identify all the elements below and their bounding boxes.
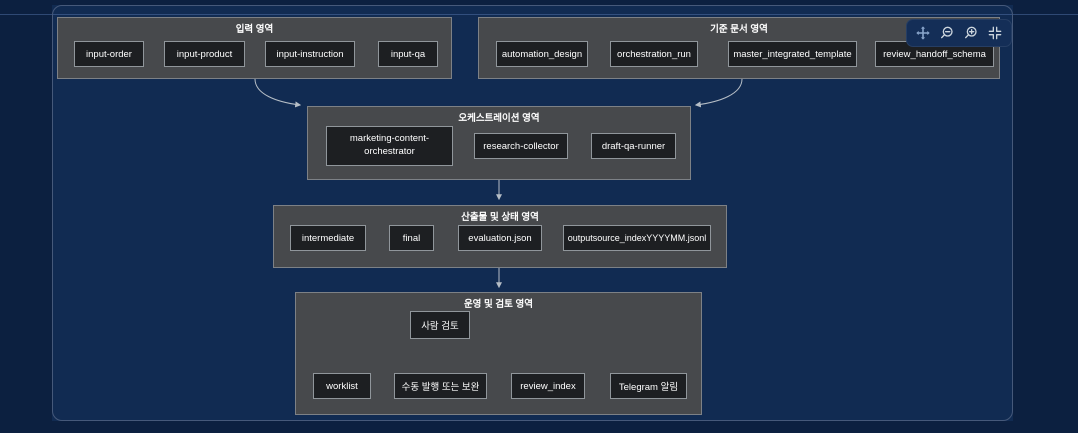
diagram-canvas[interactable] xyxy=(52,5,1013,421)
node-evaluation-json: evaluation.json xyxy=(458,225,542,251)
node-manual-publish-or-fix: 수동 발행 또는 보완 xyxy=(394,373,487,399)
area-title-output-state: 산출물 및 상태 영역 xyxy=(461,212,539,223)
node-outputsource-index-jsonl: outputsource_indexYYYYMM.jsonl xyxy=(563,225,711,251)
zoom-out-button[interactable] xyxy=(938,24,956,42)
node-telegram-alert: Telegram 알림 xyxy=(610,373,687,399)
backdrop-left xyxy=(0,5,52,421)
zoom-in-icon xyxy=(965,26,977,39)
backdrop-right xyxy=(1013,5,1078,421)
node-research-collector: research-collector xyxy=(474,133,568,159)
node-human-review: 사람 검토 xyxy=(410,311,470,339)
node-input-instruction: input-instruction xyxy=(265,41,355,67)
node-final: final xyxy=(389,225,434,251)
area-reference-docs: 기준 문서 영역 automation_design orchestration… xyxy=(478,17,1000,79)
area-input: 입력 영역 input-order input-product input-in… xyxy=(57,17,452,79)
node-master-integrated-template: master_integrated_template xyxy=(728,41,857,67)
node-review-index: review_index xyxy=(511,373,585,399)
area-title-input: 입력 영역 xyxy=(235,24,274,35)
node-automation-design: automation_design xyxy=(496,41,588,67)
node-input-product: input-product xyxy=(164,41,245,67)
node-orchestration-run: orchestration_run xyxy=(610,41,698,67)
area-title-orchestration: 오케스트레이션 영역 xyxy=(458,113,540,124)
area-operation-review: 운영 및 검토 영역 사람 검토 worklist 수동 발행 또는 보완 re… xyxy=(295,292,702,415)
zoom-in-button[interactable] xyxy=(962,24,980,42)
node-marketing-content-orchestrator: marketing-content-orchestrator xyxy=(326,126,453,166)
node-worklist: worklist xyxy=(313,373,371,399)
backdrop-top xyxy=(0,0,1078,5)
pan-button[interactable] xyxy=(914,24,932,42)
node-intermediate: intermediate xyxy=(290,225,366,251)
backdrop-bottom xyxy=(0,421,1078,433)
pan-icon xyxy=(916,26,930,40)
reset-view-icon xyxy=(988,26,1002,40)
reset-view-button[interactable] xyxy=(986,24,1004,42)
canvas-toolbar xyxy=(906,19,1012,47)
area-title-reference-docs: 기준 문서 영역 xyxy=(710,24,768,35)
node-input-order: input-order xyxy=(74,41,144,67)
area-title-operation-review: 운영 및 검토 영역 xyxy=(463,299,534,310)
node-draft-qa-runner: draft-qa-runner xyxy=(591,133,676,159)
area-output-state: 산출물 및 상태 영역 intermediate final evaluatio… xyxy=(273,205,727,268)
zoom-out-icon xyxy=(941,26,953,39)
node-input-qa: input-qa xyxy=(378,41,438,67)
area-orchestration: 오케스트레이션 영역 marketing-content-orchestrato… xyxy=(307,106,691,180)
top-separator-line xyxy=(0,14,1078,15)
